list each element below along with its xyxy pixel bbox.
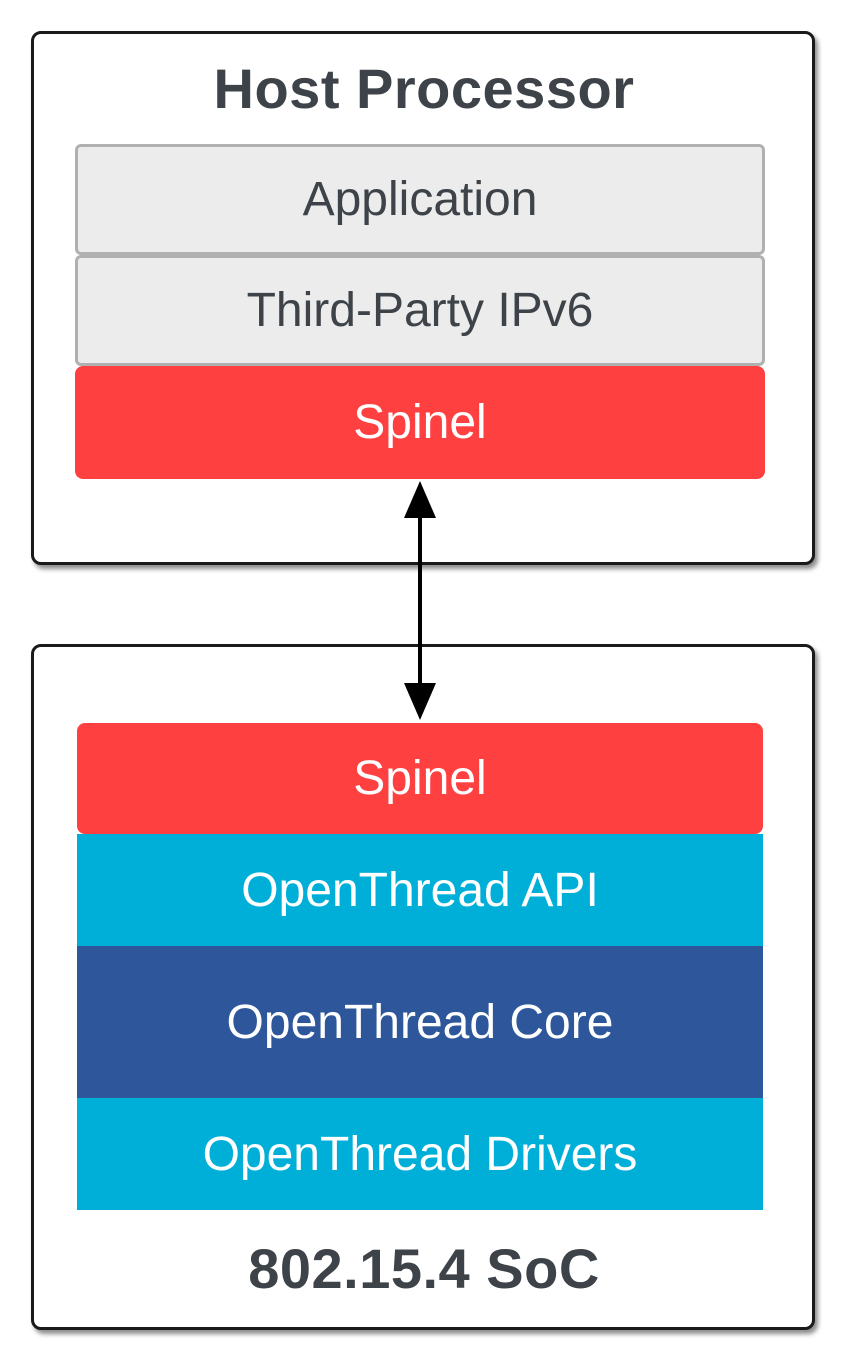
host-spinel-layer: Spinel xyxy=(75,366,765,479)
arrow-head-down xyxy=(404,683,436,720)
host-processor-title: Host Processor xyxy=(213,57,635,120)
soc-spinel-layer: Spinel xyxy=(77,723,763,834)
openthread-api-layer: OpenThread API xyxy=(77,834,763,946)
arrow-head-up xyxy=(404,481,436,518)
third-party-ipv6-layer: Third-Party IPv6 xyxy=(75,255,765,366)
openthread-core-layer: OpenThread Core xyxy=(77,946,763,1098)
openthread-drivers-layer: OpenThread Drivers xyxy=(77,1098,763,1210)
application-layer: Application xyxy=(75,144,765,255)
soc-title: 802.15.4 SoC xyxy=(248,1237,600,1300)
